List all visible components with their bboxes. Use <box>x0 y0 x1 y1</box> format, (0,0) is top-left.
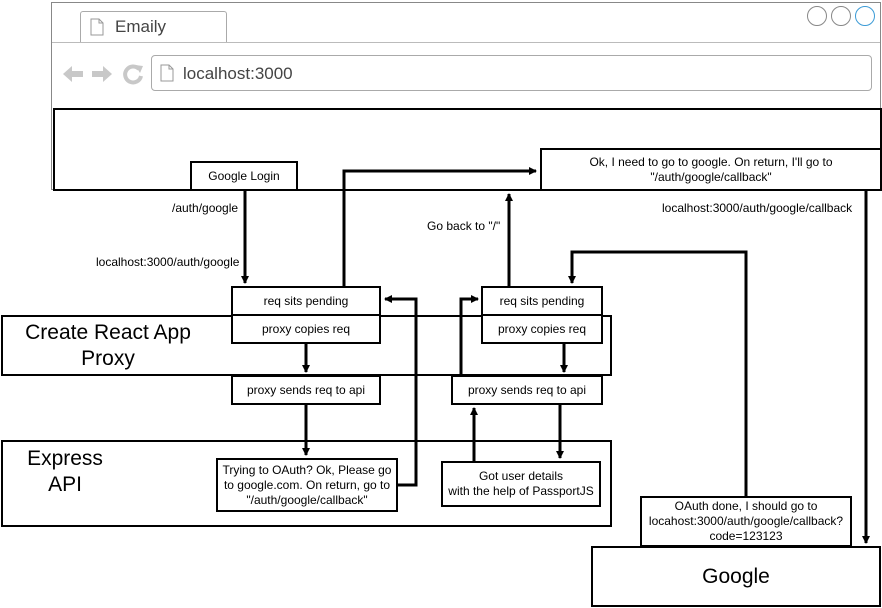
forward-arrow-icon[interactable] <box>91 64 113 84</box>
page-icon <box>90 18 104 36</box>
ok-need-google-box: Ok, I need to go to google. On return, I… <box>540 148 882 191</box>
localhost-callback-label: localhost:3000/auth/google/callback <box>662 201 853 215</box>
google-label: Google <box>702 564 770 588</box>
tab-title: Emaily <box>115 17 167 36</box>
window-button-3[interactable] <box>855 6 875 26</box>
window-button-2[interactable] <box>831 6 851 26</box>
proxy-sends-box-1: proxy sends req to api <box>231 375 381 405</box>
address-bar[interactable]: localhost:3000 <box>151 55 872 91</box>
trying-oauth-box: Trying to OAuth? Ok, Please go to google… <box>216 458 398 512</box>
proxy-sends-box-2: proxy sends req to api <box>451 375 603 405</box>
tab-divider <box>52 42 880 43</box>
got-user-box: Got user details with the help of Passpo… <box>441 461 601 507</box>
proxy-zone-label: Create React App Proxy <box>25 321 191 370</box>
google-zone: Google <box>591 546 881 607</box>
localhost-auth-google-label: localhost:3000/auth/google <box>96 255 240 269</box>
browser-tab[interactable]: Emaily <box>80 11 227 43</box>
go-back-label: Go back to "/" <box>427 219 501 233</box>
req-pending-box-1: req sits pending <box>231 286 381 316</box>
window-button-1[interactable] <box>807 6 827 26</box>
refresh-icon[interactable] <box>122 63 144 85</box>
address-url: localhost:3000 <box>183 64 293 83</box>
page-icon <box>160 64 174 82</box>
back-arrow-icon[interactable] <box>62 64 84 84</box>
proxy-copies-box-1: proxy copies req <box>231 314 381 344</box>
proxy-copies-box-2: proxy copies req <box>481 314 603 344</box>
oauth-done-box: OAuth done, I should go to locahost:3000… <box>640 496 852 547</box>
google-login-button[interactable]: Google Login <box>190 161 298 191</box>
api-zone-label: Express API <box>27 447 103 496</box>
auth-google-label: /auth/google <box>172 201 239 215</box>
req-pending-box-2: req sits pending <box>481 286 603 316</box>
